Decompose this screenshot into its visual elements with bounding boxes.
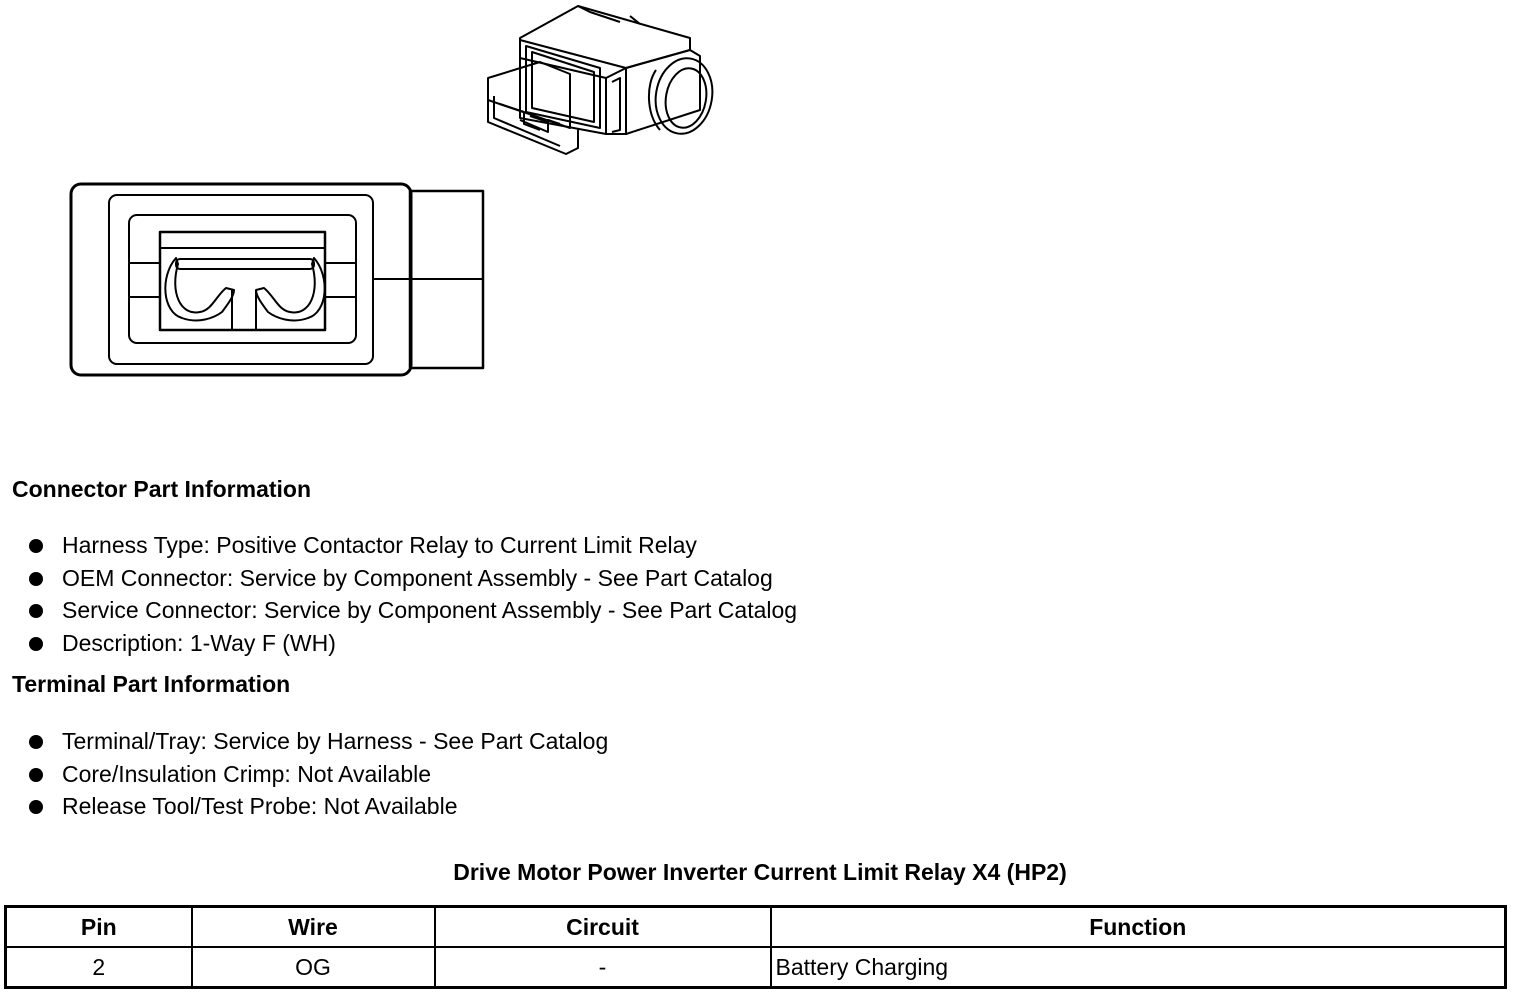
cell-function: Battery Charging [769,946,1507,989]
list-item: Description: 1-Way F (WH) [0,627,797,660]
cell-wire: OG [190,946,436,989]
table-header-row: Pin Wire Circuit Function [4,905,1507,948]
terminal-part-info-list: Terminal/Tray: Service by Harness - See … [0,725,608,823]
column-header-wire: Wire [190,905,436,948]
list-item: OEM Connector: Service by Component Asse… [0,562,797,595]
pin-table-title: Drive Motor Power Inverter Current Limit… [453,859,1067,885]
list-item: Release Tool/Test Probe: Not Available [0,790,608,823]
cell-pin: 2 [4,946,193,989]
pin-table: Pin Wire Circuit Function 2 OG - Battery… [4,905,1507,989]
column-header-pin: Pin [4,905,193,948]
connector-part-info-heading: Connector Part Information [12,476,312,502]
table-row: 2 OG - Battery Charging [4,946,1507,989]
column-header-circuit: Circuit [433,905,772,948]
connector-isometric-drawing [487,5,714,155]
list-item: Service Connector: Service by Component … [0,594,797,627]
terminal-part-info-heading: Terminal Part Information [12,671,291,697]
connector-part-info-list: Harness Type: Positive Contactor Relay t… [0,529,797,660]
cell-circuit: - [433,946,772,989]
connector-face-view-drawing [69,182,485,377]
list-item: Core/Insulation Crimp: Not Available [0,758,608,791]
list-item: Harness Type: Positive Contactor Relay t… [0,529,797,562]
list-item: Terminal/Tray: Service by Harness - See … [0,725,608,758]
column-header-function: Function [769,905,1507,948]
